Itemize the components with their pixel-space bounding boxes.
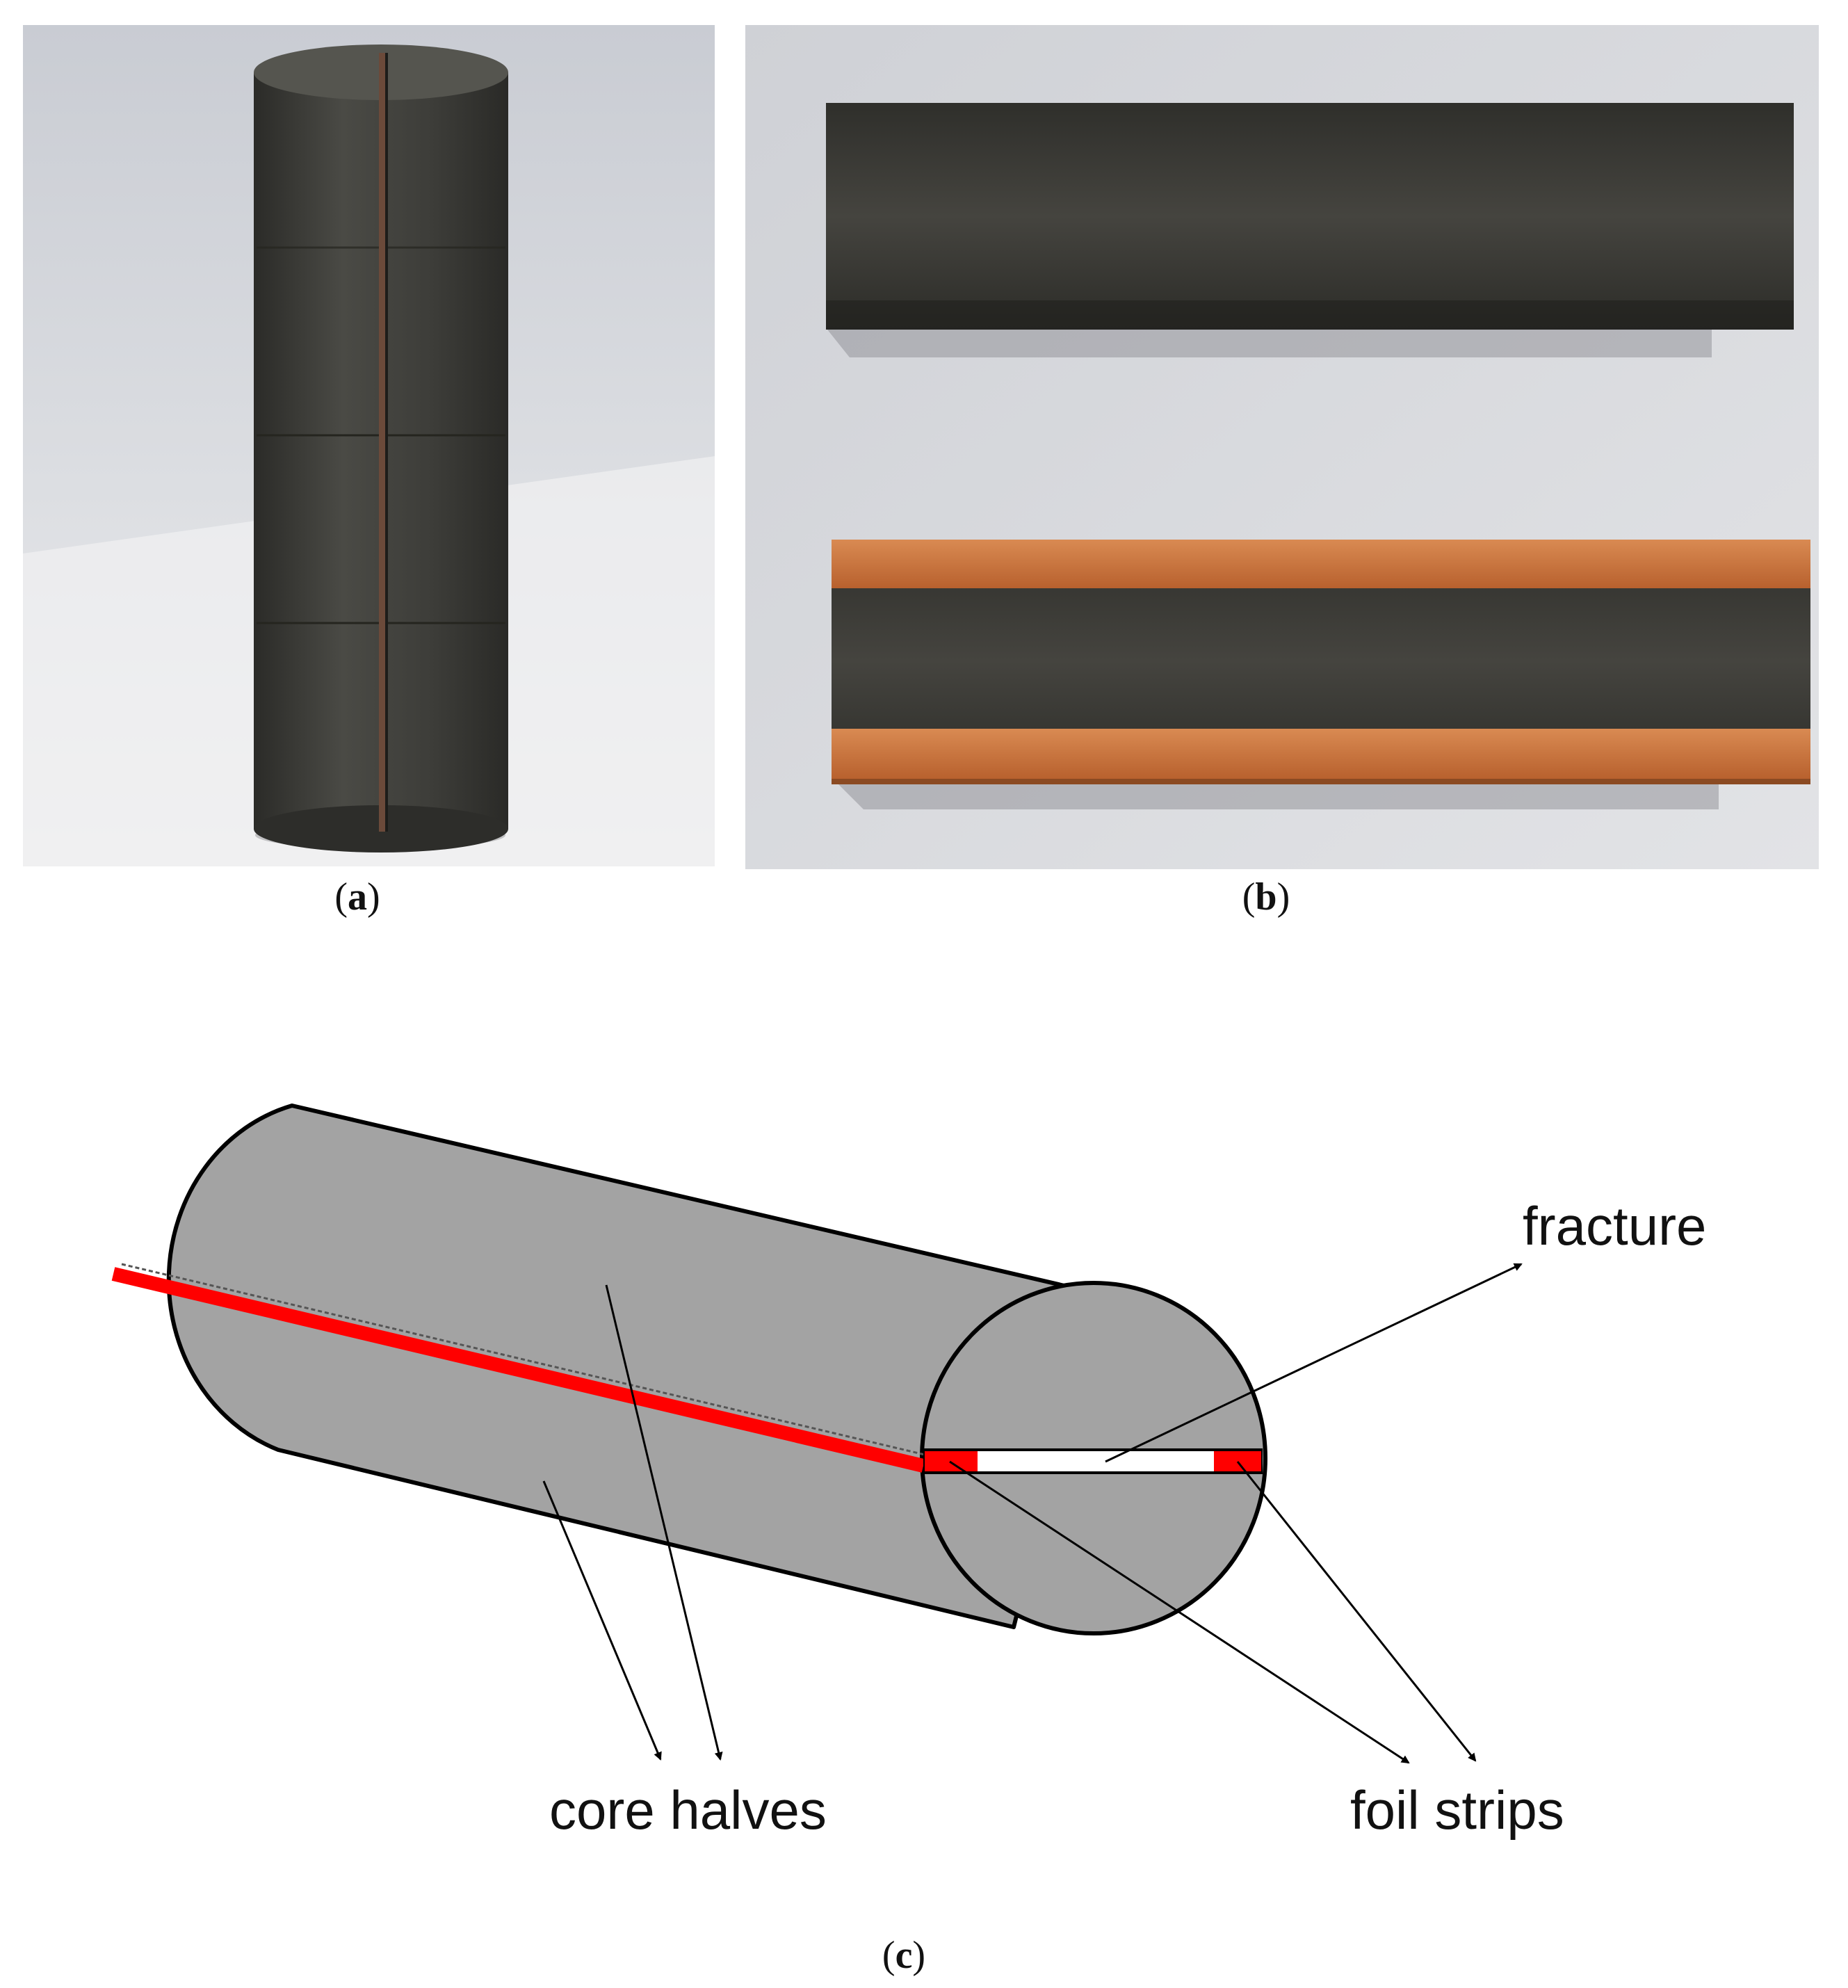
- fracture-slit: [923, 1448, 1263, 1474]
- caption-a: (a): [334, 875, 380, 919]
- photo-panel-b: [745, 25, 1819, 869]
- label-fracture: fracture: [1523, 1195, 1706, 1256]
- split-halves-photo: [745, 25, 1819, 869]
- caption-c: (c): [882, 1934, 926, 1977]
- core-half-arrow-1: [542, 1480, 662, 1761]
- cylinder-schematic: fracture core halves foil strips: [111, 1104, 1706, 1841]
- foil-strip-left: [925, 1451, 978, 1471]
- foil-strip-right: [1214, 1451, 1261, 1471]
- split-cylinder-photo: [23, 25, 715, 866]
- foil-strip-arrow-1: [949, 1460, 1410, 1764]
- caption-b: (b): [1242, 875, 1290, 919]
- copper-foil-bottom: [832, 729, 1810, 779]
- split-gap: [379, 53, 385, 832]
- copper-foil-top: [832, 540, 1810, 588]
- photo-panel-a: [23, 25, 715, 866]
- foil-strip-arrow-2: [1236, 1461, 1477, 1762]
- foil-strip-body: [111, 1267, 925, 1473]
- top-core-half: [826, 103, 1794, 330]
- fracture-arrow: [1105, 1263, 1523, 1463]
- label-foil-strips: foil strips: [1350, 1779, 1564, 1841]
- core-half-arrow-2: [605, 1284, 723, 1761]
- label-core-halves: core halves: [549, 1779, 827, 1841]
